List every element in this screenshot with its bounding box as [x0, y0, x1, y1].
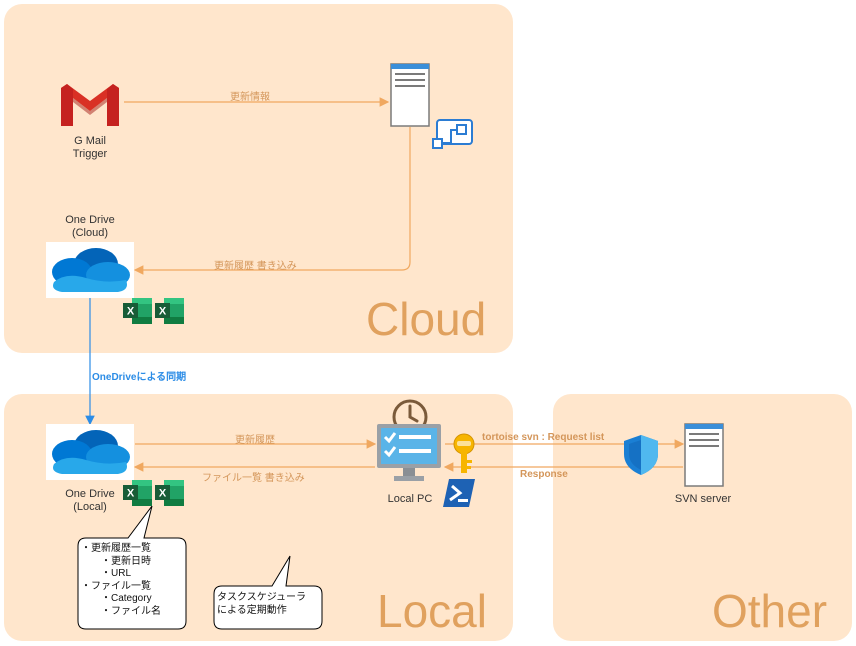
svg-text:X: X [159, 488, 167, 500]
edge-label-onedrive-to-pc: 更新履歴 [235, 435, 275, 446]
onedrive-local-icon [46, 424, 134, 480]
monitor-checklist-icon [377, 424, 441, 481]
edge-server-to-onedrive [133, 127, 411, 275]
local-zone-label: Local [377, 585, 487, 637]
svg-text:X: X [127, 488, 135, 500]
onedrive-local-caption-line1: One Drive [65, 488, 115, 500]
shield-icon [624, 435, 658, 475]
scheduler-callout-text: タスクスケジューラ による定期動作 [217, 592, 306, 616]
onedrive-cloud-caption-line2: (Cloud) [71, 227, 109, 239]
server-icon [390, 63, 430, 127]
edge-label-gmail-to-server: 更新情報 [230, 92, 270, 103]
onedrive-cloud-caption: One Drive (Cloud) [45, 214, 135, 240]
onedrive-cloud-icon [46, 242, 134, 298]
svn-server-icon [684, 423, 724, 487]
gmail-icon [61, 84, 119, 126]
excel-icon: X X [123, 298, 184, 324]
edge-label-pc-to-onedrive: ファイル一覧 書き込み [202, 473, 305, 484]
gmail-caption-line2: Trigger [72, 148, 108, 160]
excel-icon: X X [123, 480, 184, 506]
scheduler-callout-bubble [213, 555, 323, 630]
other-zone-label: Other [712, 585, 828, 637]
edge-label-onedrive-sync: OneDriveによる同期 [92, 368, 187, 383]
powershell-icon [443, 479, 475, 507]
onedrive-local-caption: One Drive (Local) [45, 488, 135, 514]
gmail-caption-line1: G Mail [74, 135, 106, 147]
onedrive-local-caption-line2: (Local) [73, 501, 107, 513]
svn-server-caption: SVN server [674, 493, 732, 505]
edge-label-server-to-onedrive: 更新履歴 書き込み [214, 261, 297, 272]
svg-text:X: X [159, 306, 167, 318]
edge-label-svn-to-pc: Response [520, 469, 568, 480]
gmail-caption: G Mail Trigger [50, 135, 130, 161]
edge-label-pc-to-svn: tortoise svn : Request list [482, 432, 605, 443]
svg-text:X: X [127, 306, 135, 318]
onedrive-cloud-caption-line1: One Drive [65, 214, 115, 226]
files-callout-text: ・更新履歴一覧 ・更新日時 ・URL ・ファイル一覧 ・Category ・ファ… [81, 543, 161, 617]
local-pc-caption: Local PC [387, 493, 433, 505]
cloud-zone-label: Cloud [366, 293, 487, 345]
files-callout-bubble [77, 505, 187, 630]
key-icon [453, 433, 475, 473]
power-automate-icon [432, 119, 473, 149]
